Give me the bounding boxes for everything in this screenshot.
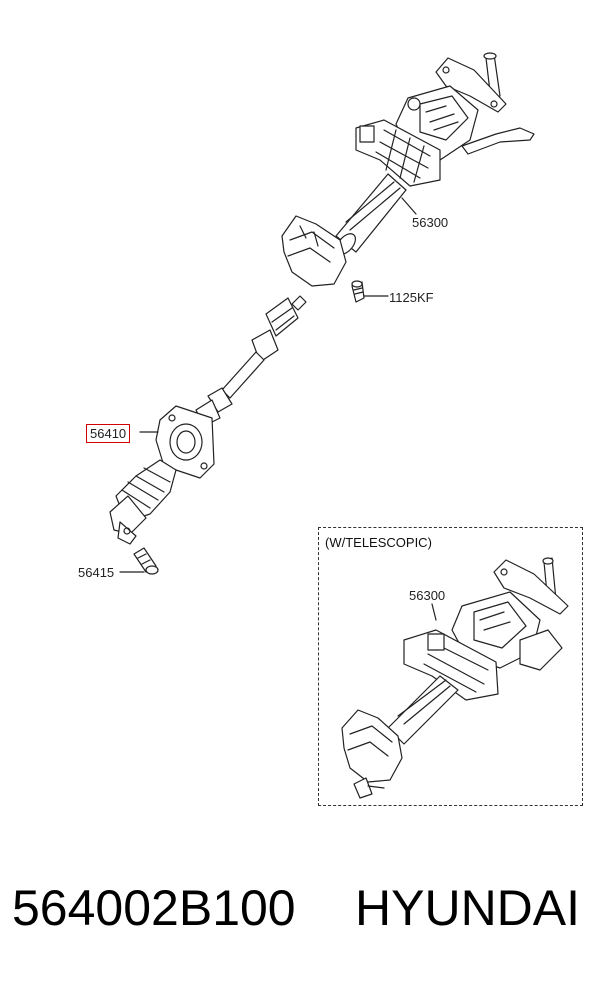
inset-title: (W/TELESCOPIC) (325, 535, 432, 550)
callout-56300-main: 56300 (412, 215, 449, 230)
callout-56410-highlighted[interactable]: 56410 (86, 424, 131, 443)
callout-56415: 56415 (78, 565, 115, 580)
telescopic-inset: (W/TELESCOPIC) (318, 527, 583, 806)
brand-name: HYUNDAI (355, 880, 581, 936)
main-column-illustration (109, 52, 535, 575)
callout-1125kf: 1125KF (389, 290, 434, 305)
telescopic-column-illustration (341, 557, 569, 799)
callout-56300-telescopic: 56300 (409, 588, 446, 603)
caption: 564002B100 HYUNDAI (0, 878, 600, 948)
part-number: 564002B100 (12, 880, 296, 936)
